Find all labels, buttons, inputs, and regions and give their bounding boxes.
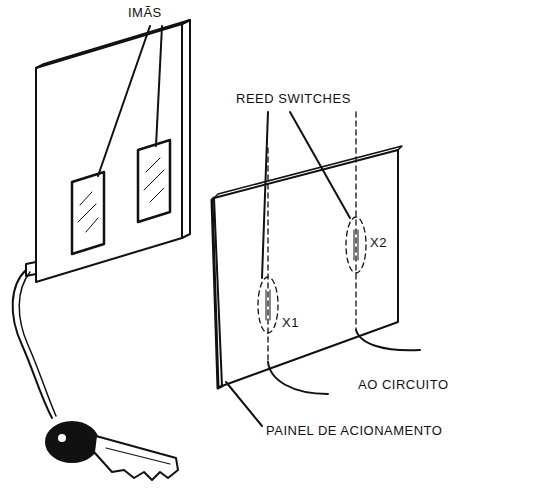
part-label: PAINEL DE ACIONAMENTO [266,424,442,438]
leader-line [290,112,350,218]
leader-line [156,26,162,146]
part-label: REED SWITCHES [236,92,351,106]
wire [268,362,328,394]
key-card [26,20,190,282]
note-label: AO CIRCUITO [358,378,449,392]
leader-line [262,112,268,278]
callout-label: X1 [282,316,299,330]
panel [212,112,402,388]
leader-line [98,26,150,176]
key [13,270,178,480]
part-label: IMÃS [128,6,162,20]
callout-label: X2 [370,236,387,250]
leader-line [226,382,262,426]
wire [356,330,420,350]
